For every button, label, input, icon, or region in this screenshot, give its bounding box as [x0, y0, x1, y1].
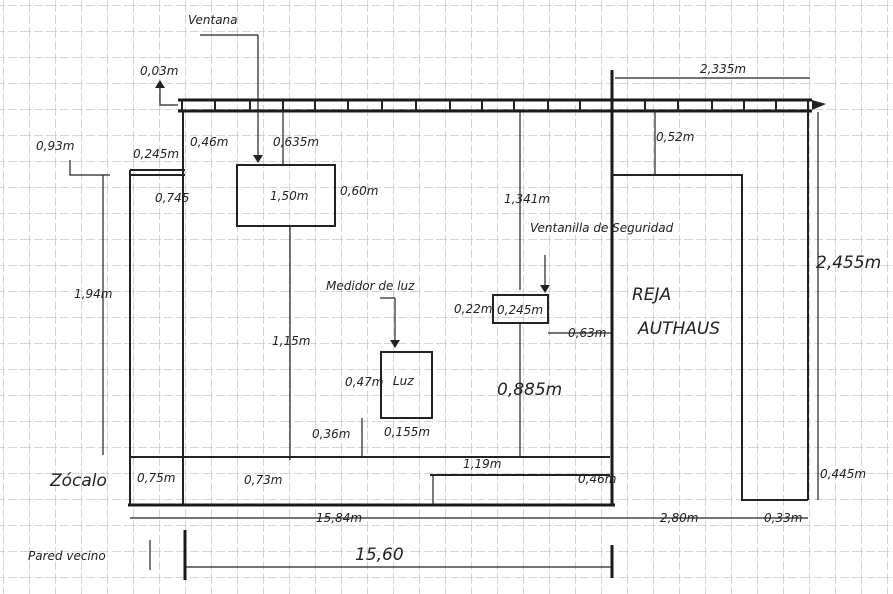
dim-093: 0,93m	[36, 139, 74, 153]
luz-label: Luz	[393, 374, 414, 388]
ventana-label: Ventana	[188, 13, 238, 27]
dim-0445: 0,445m	[820, 467, 866, 481]
dim-0745: 0,745	[155, 191, 189, 205]
dim-1341: 1,341m	[504, 192, 550, 206]
dim-022: 0,22m	[454, 302, 492, 316]
dim-2455: 2,455m	[816, 253, 881, 273]
dim-2335: 2,335m	[700, 62, 746, 76]
dim-075: 0,75m	[137, 471, 175, 485]
dim-0245-box: 0,245m	[497, 303, 543, 317]
dim-0155: 0,155m	[384, 425, 430, 439]
dimension-lines	[69, 34, 819, 570]
dim-1584: 15,84m	[316, 511, 362, 525]
dim-003: 0,03m	[140, 64, 178, 78]
dim-1560: 15,60	[355, 545, 404, 565]
pared-vecino-label: Pared vecino	[28, 549, 106, 563]
dim-0245-top: 0,245m	[133, 147, 179, 161]
meter-rect	[380, 351, 433, 419]
zocalo-label: Zócalo	[49, 471, 107, 491]
authaus-label: AUTHAUS	[637, 319, 720, 339]
dim-115: 1,15m	[272, 334, 310, 348]
top-beam	[178, 98, 812, 113]
dim-150: 1,50m	[270, 189, 308, 203]
dim-046-bottom: 0,46m	[578, 472, 616, 486]
dim-280: 2,80m	[660, 511, 698, 525]
dim-0885: 0,885m	[497, 380, 562, 400]
dim-046-top: 0,46m	[190, 135, 228, 149]
dim-052: 0,52m	[656, 130, 694, 144]
dim-047: 0,47m	[345, 375, 383, 389]
gate	[612, 174, 808, 501]
medidor-label: Medidor de luz	[326, 279, 415, 293]
arrowheads	[155, 80, 826, 348]
labels: Ventana 0,03m 0,93m 0,245m 0,46m 0,635m …	[28, 13, 881, 565]
dim-0635: 0,635m	[273, 135, 319, 149]
walls	[128, 70, 809, 507]
dim-073: 0,73m	[244, 473, 282, 487]
dim-060: 0,60m	[340, 184, 378, 198]
window-rect	[236, 164, 336, 227]
dim-033: 0,33m	[764, 511, 802, 525]
dim-194: 1,94m	[74, 287, 112, 301]
dim-063: 0,63m	[568, 326, 606, 340]
dim-036: 0,36m	[312, 427, 350, 441]
reja-label: REJA	[632, 285, 671, 305]
ventanilla-label: Ventanilla de Seguridad	[530, 221, 674, 235]
dim-119: 1,19m	[463, 457, 501, 471]
